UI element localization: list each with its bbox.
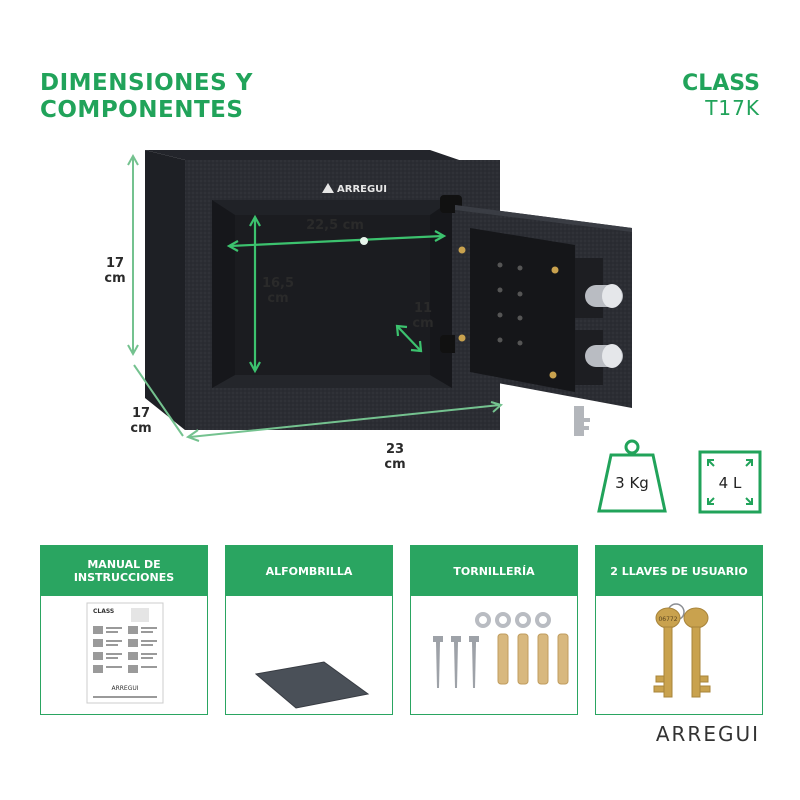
logo-triangle-icon — [322, 183, 334, 193]
component-card-keys: 2 LLAVES DE USUARIO 06772 — [595, 545, 763, 715]
card-header-keys: 2 LLAVES DE USUARIO — [596, 546, 762, 596]
model-line-1: CLASS — [682, 71, 760, 96]
expand-icon — [707, 459, 753, 505]
card-header-screws: TORNILLERÍA — [411, 546, 577, 596]
outer-depth-line — [133, 364, 184, 437]
card-header-manual: MANUAL DE INSTRUCCIONES — [41, 546, 207, 596]
manual-doc-footer: ARREGUI — [111, 685, 138, 692]
key-in-lock-icon — [574, 406, 590, 436]
component-card-screws: TORNILLERÍA — [410, 545, 578, 715]
inner-depth-line — [397, 326, 421, 351]
page-title: DIMENSIONES Y COMPONENTES — [40, 70, 253, 124]
weight-badge: 3 Kg — [597, 439, 667, 513]
model-name: CLASS T17K — [682, 71, 760, 121]
volume-label: 4 L — [719, 474, 742, 492]
safe-side — [145, 150, 185, 430]
keys-icon: 06772 — [653, 603, 711, 698]
manual-doc-brand: CLASS — [93, 608, 114, 615]
volume-badge: 4 L — [698, 450, 762, 514]
title-line-2: COMPONENTES — [40, 97, 244, 123]
screws-icon — [433, 612, 569, 688]
outer-width-line — [189, 404, 501, 438]
inner-height-label: 16,5 cm — [261, 276, 295, 306]
footer-brand: ARREGUI — [655, 722, 760, 746]
inner-depth-label: 11 cm — [412, 301, 434, 331]
manual-document-icon: CLASS ARREGUI — [86, 602, 164, 704]
key-code: 06772 — [658, 616, 677, 623]
outer-width-label: 23 cm — [384, 442, 406, 472]
inner-width-label: 22,5 cm — [306, 218, 364, 233]
card-header-mat: ALFOMBRILLA — [226, 546, 392, 596]
lock-plate — [470, 228, 575, 392]
component-card-manual: MANUAL DE INSTRUCCIONES CLASS ARREGUI — [40, 545, 208, 715]
model-line-2: T17K — [705, 96, 760, 120]
outer-height-label: 17 cm — [104, 256, 126, 286]
mat-icon — [254, 661, 370, 709]
inner-width-line — [229, 234, 444, 248]
safe-top — [145, 150, 465, 162]
weight-label: 3 Kg — [615, 474, 649, 492]
weight-icon — [624, 439, 640, 455]
component-card-mat: ALFOMBRILLA — [225, 545, 393, 715]
title-line-1: DIMENSIONES Y — [40, 70, 253, 96]
outer-depth-label: 17 cm — [130, 406, 152, 436]
safe-logo: ARREGUI — [337, 184, 387, 195]
